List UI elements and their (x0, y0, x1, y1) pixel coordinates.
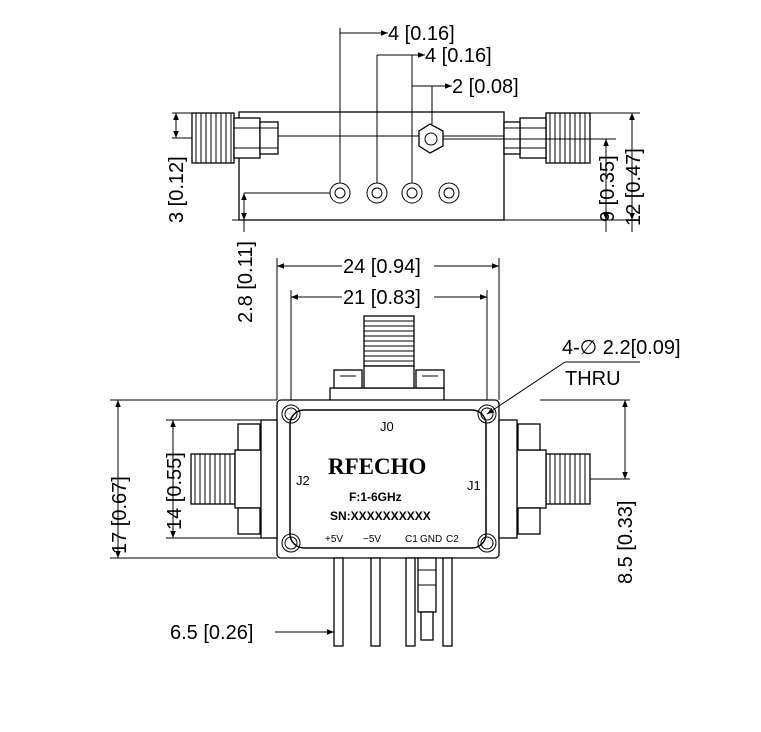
dim-14: 14 [0.55] (164, 452, 186, 530)
brand-logo-text: RFECHO (328, 454, 426, 479)
frequency-label: F:1-6GHz (349, 490, 402, 504)
height-dimension-right (540, 399, 630, 480)
pin-label-plus5v: +5V (325, 534, 343, 545)
side-view-body (238, 111, 505, 221)
dim-17: 17 [0.67] (109, 476, 131, 554)
dim-9: 9 [0.35] (597, 155, 619, 222)
pin-label-gnd: GND (420, 534, 442, 545)
side-right-sma-connector (503, 112, 591, 164)
width-dimensions (276, 258, 500, 410)
mounting-holes (281, 404, 497, 553)
dim-4-first: 4 [0.16] (388, 23, 455, 45)
j0-sma-connector (329, 315, 445, 407)
side-left-dimensions (172, 112, 330, 232)
serial-number-label: SN:XXXXXXXXXX (330, 509, 431, 523)
dim-21: 21 [0.83] (343, 287, 421, 309)
pin-label-c2: C2 (446, 534, 459, 545)
dc-pins (333, 557, 453, 647)
pin-label-minus5v: −5V (363, 534, 381, 545)
j1-sma-connector (498, 419, 591, 539)
hole-thru-text: THRU (565, 368, 621, 390)
side-left-sma-connector (191, 112, 279, 164)
dim-4-second: 4 [0.16] (425, 45, 492, 67)
side-view: 4 [0.16] 4 [0.16] 2 [0.08] 3 [0.12] 2.8 … (166, 23, 645, 323)
side-right-dimensions (443, 112, 640, 232)
side-hex-ground-post (418, 123, 444, 154)
dim-3: 3 [0.12] (166, 156, 188, 223)
pin-label-c1: C1 (405, 534, 418, 545)
dim-6-5: 6.5 [0.26] (170, 622, 253, 644)
dim-2: 2 [0.08] (452, 76, 519, 98)
label-j2: J2 (296, 473, 310, 488)
hole-callout-text: 4-∅ 2.2[0.09] (562, 337, 681, 359)
label-j1: J1 (467, 478, 481, 493)
dim-24: 24 [0.94] (343, 256, 421, 278)
housing-lid (289, 409, 487, 549)
dim-2-8: 2.8 [0.11] (235, 241, 257, 323)
height-dimensions-left (110, 399, 277, 559)
hole-callout-leader (486, 361, 640, 415)
label-j0: J0 (380, 419, 394, 434)
dim-8-5: 8.5 [0.33] (615, 501, 637, 584)
top-view: 24 [0.94] 21 [0.83] (109, 256, 681, 647)
side-top-dimensions (339, 28, 452, 183)
j2-sma-connector (190, 419, 278, 539)
dim-12: 12 [0.47] (623, 148, 645, 226)
